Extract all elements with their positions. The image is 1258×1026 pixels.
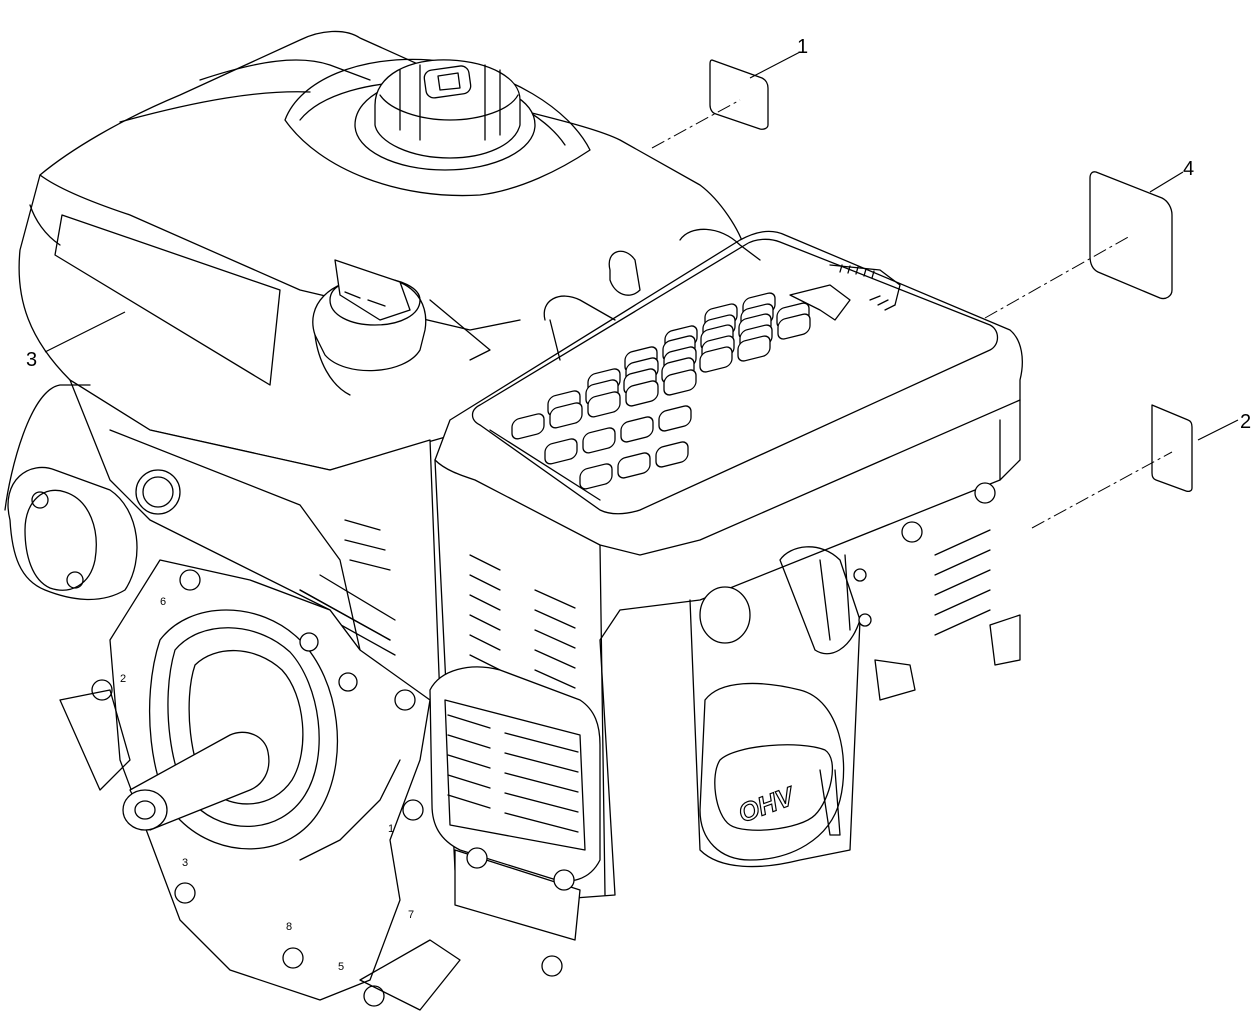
side-vents [299, 529, 1021, 709]
callout-1: 1 [797, 36, 808, 58]
air-cleaner-slots [511, 292, 811, 490]
callout-numbers: 1 4 2 3 [26, 36, 1251, 433]
air-intake-slot [587, 391, 621, 418]
air-intake-slot [617, 452, 651, 479]
brand-logo [789, 264, 901, 321]
output-shaft-assembly [59, 559, 461, 1011]
oil-fill-cap [312, 259, 491, 396]
bolt-number: 8 [286, 921, 292, 933]
bolt-number: 1 [388, 823, 394, 835]
bolt-number: 5 [338, 961, 344, 973]
bolt-number: 7 [408, 909, 414, 921]
air-intake-slot [777, 313, 811, 340]
air-intake-slot [737, 335, 771, 362]
air-intake-slot [699, 346, 733, 373]
callout-2: 2 [1240, 411, 1251, 433]
air-intake-slot [579, 463, 613, 490]
lift-brackets [543, 228, 761, 361]
carburetor-area [541, 482, 996, 977]
leader-lines [44, 51, 1239, 441]
air-intake-slot [625, 380, 659, 407]
engine-illustration: 6 2 3 8 5 7 1 [4, 30, 1023, 1011]
fuel-tank [18, 30, 746, 471]
callout-4: 4 [1183, 158, 1194, 180]
air-intake-slot [544, 438, 578, 465]
decal-1 [709, 59, 769, 130]
air-intake-slot [655, 441, 689, 468]
bolt-number: 2 [120, 673, 126, 685]
air-intake-slot [511, 413, 545, 440]
decal-4 [1089, 171, 1173, 300]
bolt-number: 3 [182, 857, 188, 869]
callout-3: 3 [26, 349, 37, 371]
air-intake-slot [620, 416, 654, 443]
flange-bolt-numbers: 6 2 3 8 5 7 1 [120, 596, 414, 973]
air-intake-slot [549, 402, 583, 429]
crankcase-body [4, 379, 441, 721]
placement-centerlines [651, 99, 1173, 529]
air-intake-slot [582, 427, 616, 454]
decal-2 [1151, 404, 1193, 493]
air-intake-slot [663, 369, 697, 396]
air-intake-slot [658, 405, 692, 432]
bolt-number: 6 [160, 596, 166, 608]
muffler-guard [429, 666, 601, 941]
